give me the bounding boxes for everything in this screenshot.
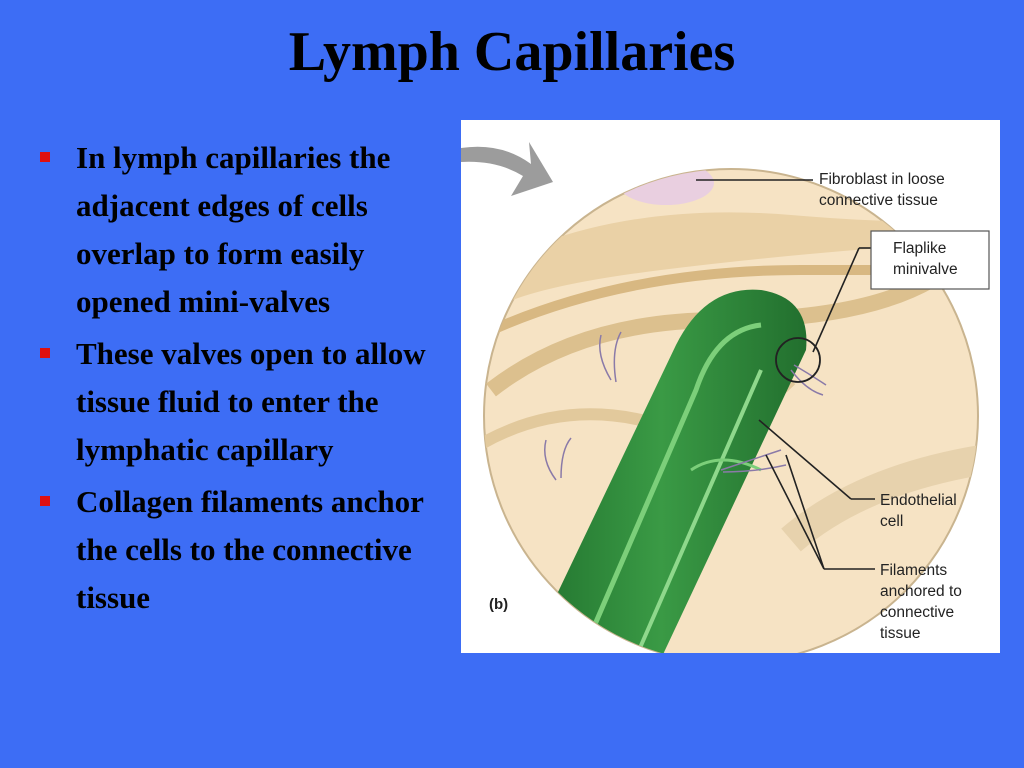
bullet-item: These valves open to allow tissue fluid …	[36, 330, 436, 474]
bullet-square-icon	[40, 496, 50, 506]
capillary-diagram: Fibroblast in loose connective tissue Fl…	[461, 120, 1000, 653]
filaments-label-line1: Filaments	[880, 562, 947, 579]
bullet-item: In lymph capillaries the adjacent edges …	[36, 134, 436, 326]
slide-title: Lymph Capillaries	[288, 21, 736, 83]
bullet-text: Collagen filaments anchor the cells to t…	[76, 484, 424, 615]
minivalve-label-box	[870, 230, 990, 290]
fibroblast-label-line1: Fibroblast in loose	[819, 171, 945, 188]
endothelial-label-line1: Endothelial	[880, 492, 957, 509]
bullet-square-icon	[40, 152, 50, 162]
minivalve-highlight	[775, 337, 821, 383]
endothelial-label-line2: cell	[880, 513, 903, 530]
bullet-text: These valves open to allow tissue fluid …	[76, 336, 426, 467]
fibroblast-label-line2: connective tissue	[819, 192, 938, 209]
bullet-list: In lymph capillaries the adjacent edges …	[36, 134, 436, 626]
flaplike-label-line1: Flaplike	[893, 240, 946, 257]
filaments-label-line3: connective	[880, 604, 954, 621]
panel-letter: (b)	[489, 596, 508, 613]
bullet-item: Collagen filaments anchor the cells to t…	[36, 478, 436, 622]
bullet-square-icon	[40, 348, 50, 358]
pointer-arrow	[461, 142, 553, 196]
bullet-text: In lymph capillaries the adjacent edges …	[76, 140, 391, 319]
fibroblast-cell	[618, 169, 714, 205]
flaplike-label-line2: minivalve	[893, 261, 958, 278]
filaments-label-line4: tissue	[880, 625, 921, 642]
capillary-illustration: Fibroblast in loose connective tissue Fl…	[461, 142, 990, 653]
filaments-label-line2: anchored to	[880, 583, 962, 600]
lymph-capillary-tube	[516, 289, 807, 653]
